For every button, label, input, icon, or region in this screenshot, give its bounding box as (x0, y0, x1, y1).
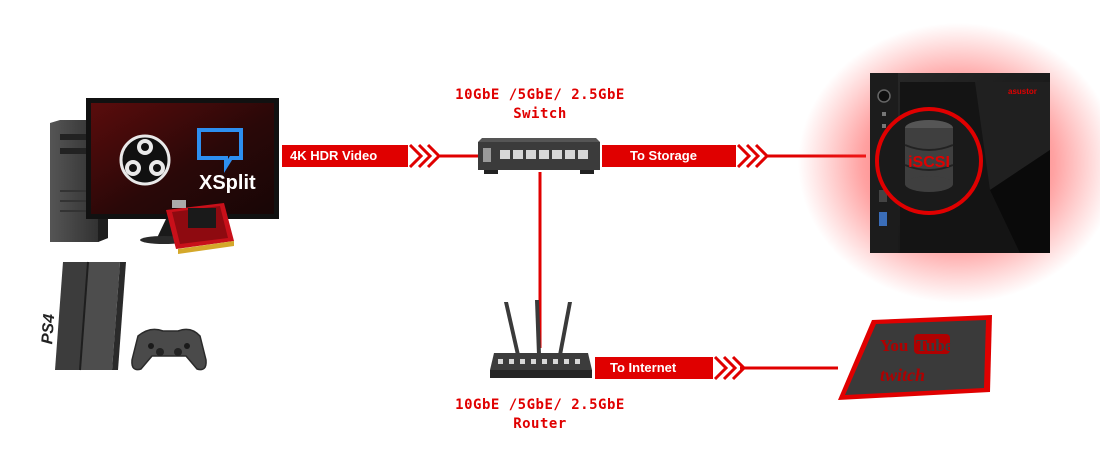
ps4-icon: PS4 (39, 261, 126, 371)
switch-icon (478, 138, 600, 174)
internet-link-banner (595, 355, 747, 381)
capture-card-icon (166, 200, 234, 254)
storage-link-label: To Storage (630, 148, 697, 163)
gamepad-icon (131, 328, 207, 371)
storage-link-banner (602, 143, 770, 169)
internet-link-label: To Internet (610, 360, 677, 375)
xsplit-label: XSplit (199, 172, 256, 194)
obs-icon (119, 134, 171, 186)
twitch-logo: twitch (880, 365, 925, 385)
switch-label: 10GbE /5GbE/ 2.5GbE Switch (420, 86, 660, 124)
ps4-label: PS4 (39, 313, 58, 344)
router-icon (490, 300, 592, 378)
nas-brand: asustor (1008, 87, 1037, 96)
youtube-you: You (880, 336, 908, 355)
video-link-banner (282, 143, 442, 169)
router-label-line1: 10GbE /5GbE/ 2.5GbE (455, 397, 625, 413)
switch-label-line2: Switch (513, 106, 567, 122)
youtube-tube: Tube (916, 336, 953, 355)
router-label: 10GbE /5GbE/ 2.5GbE Router (420, 396, 660, 434)
database-icon: iSCSI (875, 107, 983, 215)
iscsi-label: iSCSI (908, 154, 950, 171)
video-link-label: 4K HDR Video (290, 148, 378, 163)
switch-label-line1: 10GbE /5GbE/ 2.5GbE (455, 87, 625, 103)
streaming-logos-icon: You Tube twitch (838, 315, 992, 400)
router-label-line2: Router (513, 416, 567, 432)
xsplit-icon: XSplit (197, 128, 256, 194)
